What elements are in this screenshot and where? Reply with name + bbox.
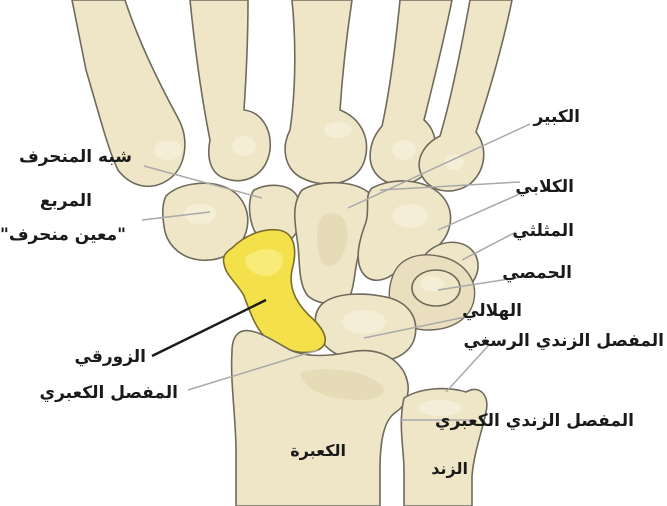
label-radioulnar-joint: المفصل الزندي الكعبري	[435, 411, 634, 431]
label-lunate: الهلالي	[462, 301, 522, 321]
metacarpal-3	[285, 0, 366, 184]
label-ulnocarpal-joint: المفصل الزندي الرسغي	[464, 331, 664, 351]
label-radiocarpal-joint: المفصل الكعبري	[40, 383, 178, 403]
label-hamate: الكلابي	[515, 177, 574, 197]
label-trapezium-1: المربع	[40, 191, 92, 211]
label-ulna: الزند	[431, 459, 468, 478]
metacarpal-2	[190, 0, 270, 181]
label-pisiform: الحمصي	[502, 263, 572, 283]
label-triquetrum: المثلثي	[512, 221, 574, 241]
radius-bone	[232, 331, 409, 506]
label-radius: الكعبرة	[290, 441, 346, 460]
label-capitate: الكبير	[532, 107, 580, 127]
label-scaphoid: الزورقي	[75, 347, 146, 367]
label-trapezoid: شبه المنحرف	[19, 147, 132, 167]
label-trapezium-2: "معين منحرف"	[0, 225, 126, 245]
